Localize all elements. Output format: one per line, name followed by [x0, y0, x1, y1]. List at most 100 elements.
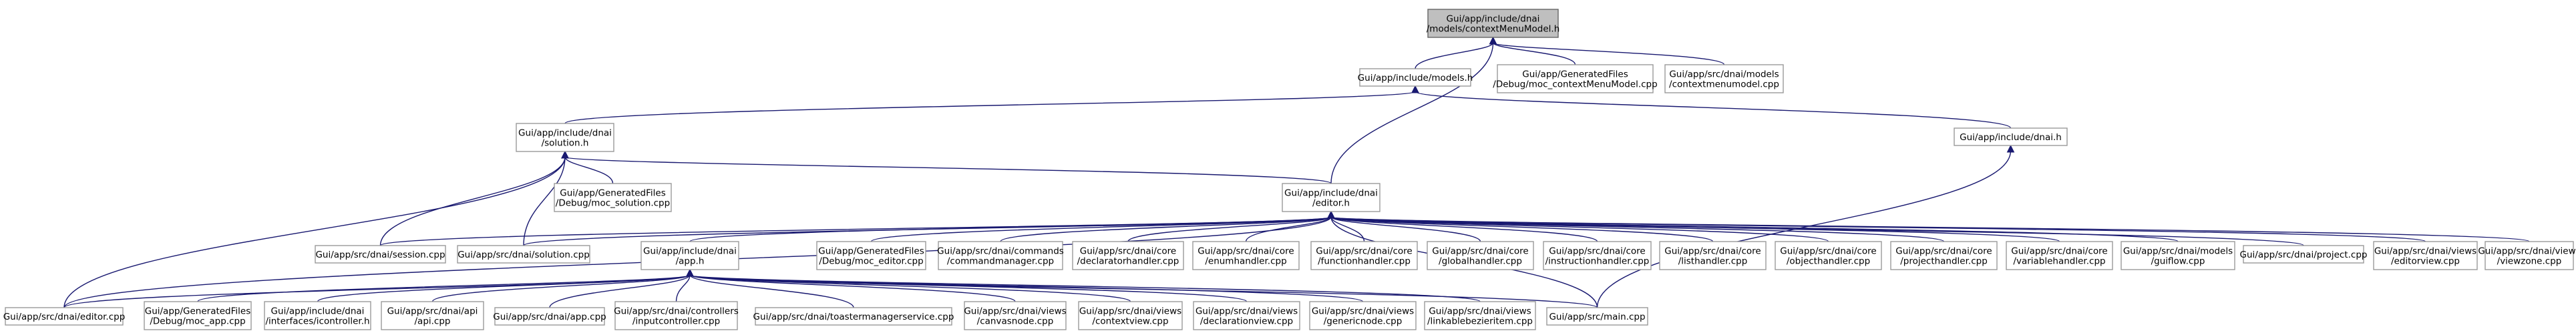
node-box[interactable] — [144, 301, 252, 330]
node-label-line: Gui/app/src/dnai/api — [387, 306, 478, 317]
node-linkablebezieritem-cpp[interactable]: Gui/app/src/dnai/views/linkablebezierite… — [1424, 301, 1536, 330]
node-moc-solution[interactable]: Gui/app/GeneratedFiles/Debug/moc_solutio… — [554, 183, 672, 212]
node-enumhandler-cpp[interactable]: Gui/app/src/dnai/core/enumhandler.cpp — [1192, 241, 1300, 270]
node-box[interactable] — [5, 307, 124, 326]
node-moc-contextmenu[interactable]: Gui/app/GeneratedFiles/Debug/moc_context… — [1493, 64, 1658, 93]
edge-toaster_cpp-to-app_h — [689, 274, 854, 308]
node-label-line: Gui/app/src/dnai/views — [1312, 306, 1414, 317]
node-box[interactable] — [2121, 241, 2235, 270]
node-contextview-cpp[interactable]: Gui/app/src/dnai/views/contextview.cpp — [1078, 301, 1183, 330]
node-box[interactable] — [1078, 301, 1183, 330]
node-commandmanager-cpp[interactable]: Gui/app/src/dnai/commands/commandmanager… — [937, 241, 1064, 270]
node-app-cpp[interactable]: Gui/app/src/dnai/app.cpp — [493, 307, 606, 326]
node-box[interactable] — [457, 245, 590, 264]
node-moc-editor[interactable]: Gui/app/GeneratedFiles/Debug/moc_editor.… — [816, 241, 926, 270]
arrowhead-dnai_h-to-models_h — [1411, 85, 1419, 93]
node-box[interactable] — [1427, 9, 1559, 38]
node-box[interactable] — [2373, 241, 2478, 270]
node-box[interactable] — [938, 241, 1063, 270]
node-editorview-cpp[interactable]: Gui/app/src/dnai/views/editorview.cpp — [2373, 241, 2478, 270]
node-box[interactable] — [1659, 241, 1767, 270]
node-viewzone-cpp[interactable]: Gui/app/src/dnai/views/viewzone.cpp — [2478, 241, 2576, 270]
node-box[interactable] — [1192, 241, 1300, 270]
node-box[interactable] — [2006, 241, 2113, 270]
node-globalhandler-cpp[interactable]: Gui/app/src/dnai/core/globalhandler.cpp — [1427, 241, 1534, 270]
node-solution-h[interactable]: Gui/app/include/dnai/solution.h — [516, 123, 614, 152]
node-main-cpp[interactable]: Gui/app/src/main.cpp — [1546, 307, 1648, 326]
node-declaratorhandler-cpp[interactable]: Gui/app/src/dnai/core/declaratorhandler.… — [1072, 241, 1184, 270]
node-icontroller-h[interactable]: Gui/app/include/dnai/interfaces/icontrol… — [264, 301, 371, 330]
node-box[interactable] — [1775, 241, 1882, 270]
node-box[interactable] — [1359, 68, 1471, 87]
arrowhead-main_cpp-to-dnai_h — [2006, 144, 2015, 153]
node-objecthandler-cpp[interactable]: Gui/app/src/dnai/core/objecthandler.cpp — [1775, 241, 1882, 270]
node-solution-cpp[interactable]: Gui/app/src/dnai/solution.cpp — [457, 245, 590, 264]
node-box[interactable] — [614, 301, 738, 330]
node-box[interactable] — [1309, 301, 1417, 330]
node-box[interactable] — [1282, 183, 1381, 212]
node-toaster-cpp[interactable]: Gui/app/src/dnai/toastermanagerservice.c… — [753, 307, 954, 326]
node-label-line: /Debug/moc_contextMenuModel.cpp — [1493, 79, 1657, 90]
node-functionhandler-cpp[interactable]: Gui/app/src/dnai/core/functionhandler.cp… — [1310, 241, 1418, 270]
node-box[interactable] — [2485, 241, 2574, 270]
node-box[interactable] — [1072, 241, 1184, 270]
node-label-line: Gui/app/include/dnai — [271, 306, 365, 317]
node-box[interactable] — [2243, 245, 2364, 264]
node-box[interactable] — [516, 123, 614, 152]
node-editor-h[interactable]: Gui/app/include/dnai/editor.h — [1282, 183, 1381, 212]
edge-icontroller_h-to-app_h — [317, 274, 691, 302]
node-root[interactable]: Gui/app/include/dnai/models/contextMenuM… — [1427, 9, 1560, 38]
node-box[interactable] — [1427, 241, 1534, 270]
node-box[interactable] — [494, 307, 605, 326]
node-label-line: Gui/app/src/dnai/views — [1195, 306, 1298, 317]
node-box[interactable] — [381, 301, 484, 330]
node-label-line: /objecthandler.cpp — [1787, 256, 1870, 267]
node-instructionhandler-cpp[interactable]: Gui/app/src/dnai/core/instructionhandler… — [1543, 241, 1652, 270]
node-declarationview-cpp[interactable]: Gui/app/src/dnai/views/declarationview.c… — [1193, 301, 1300, 330]
edge-enumhandler_cpp-to-editor_h — [1245, 216, 1332, 242]
node-box[interactable] — [755, 307, 952, 326]
node-box[interactable] — [1497, 64, 1654, 93]
node-api-cpp[interactable]: Gui/app/src/dnai/api/api.cpp — [381, 301, 484, 330]
node-contextmenumodel-cpp[interactable]: Gui/app/src/dnai/models/contextmenumodel… — [1664, 64, 1784, 93]
node-variablehandler-cpp[interactable]: Gui/app/src/dnai/core/variablehandler.cp… — [2006, 241, 2113, 270]
node-label-line: /guiflow.cpp — [2151, 256, 2205, 267]
node-guiflow-cpp[interactable]: Gui/app/src/dnai/models/guiflow.cpp — [2121, 241, 2235, 270]
node-genericnode-cpp[interactable]: Gui/app/src/dnai/views/genericnode.cpp — [1309, 301, 1417, 330]
edge-moc_app-to-app_h — [197, 274, 691, 302]
node-label-line: Gui/app/src/dnai/core — [1432, 246, 1528, 257]
node-label-line: Gui/app/src/dnai/views — [2374, 246, 2476, 257]
edge-canvasnode_cpp-to-app_h — [689, 274, 1016, 302]
node-box[interactable] — [1664, 64, 1784, 93]
node-session-cpp[interactable]: Gui/app/src/dnai/session.cpp — [315, 245, 446, 264]
node-project-cpp[interactable]: Gui/app/src/dnai/project.cpp — [2240, 245, 2368, 264]
node-box[interactable] — [1424, 301, 1536, 330]
edge-session_cpp-to-solution_h — [379, 156, 566, 246]
node-box[interactable] — [315, 245, 446, 264]
node-moc-app[interactable]: Gui/app/GeneratedFiles/Debug/moc_app.cpp — [144, 301, 252, 330]
node-box[interactable] — [964, 301, 1067, 330]
edge-main_cpp-to-dnai_h — [1596, 150, 2012, 308]
node-listhandler-cpp[interactable]: Gui/app/src/dnai/core/listhandler.cpp — [1659, 241, 1767, 270]
node-box[interactable] — [554, 183, 672, 212]
node-box[interactable] — [816, 241, 926, 270]
node-label-line: /linkablebezieritem.cpp — [1427, 316, 1533, 327]
node-box[interactable] — [1546, 307, 1648, 326]
node-box[interactable] — [264, 301, 371, 330]
node-canvasnode-cpp[interactable]: Gui/app/src/dnai/views/canvasnode.cpp — [964, 301, 1067, 330]
node-inputcontroller-cpp[interactable]: Gui/app/src/dnai/controllers/inputcontro… — [614, 301, 739, 330]
node-box[interactable] — [1310, 241, 1418, 270]
node-label-line: /commandmanager.cpp — [947, 256, 1054, 267]
node-dnai-h[interactable]: Gui/app/include/dnai.h — [1954, 127, 2068, 146]
node-box[interactable] — [640, 241, 739, 270]
node-label-line: Gui/app/GeneratedFiles — [145, 306, 251, 317]
node-box[interactable] — [1193, 301, 1300, 330]
node-editor-cpp[interactable]: Gui/app/src/dnai/editor.cpp — [3, 307, 126, 326]
node-app-h[interactable]: Gui/app/include/dnai/app.h — [640, 241, 739, 270]
node-box[interactable] — [1954, 127, 2068, 146]
node-projecthandler-cpp[interactable]: Gui/app/src/dnai/core/projecthandler.cpp — [1890, 241, 1998, 270]
node-box[interactable] — [1890, 241, 1998, 270]
node-box[interactable] — [1543, 241, 1652, 270]
node-models-h[interactable]: Gui/app/include/models.h — [1358, 68, 1473, 87]
edge-viewzone_cpp-to-editor_h — [1330, 216, 2530, 242]
